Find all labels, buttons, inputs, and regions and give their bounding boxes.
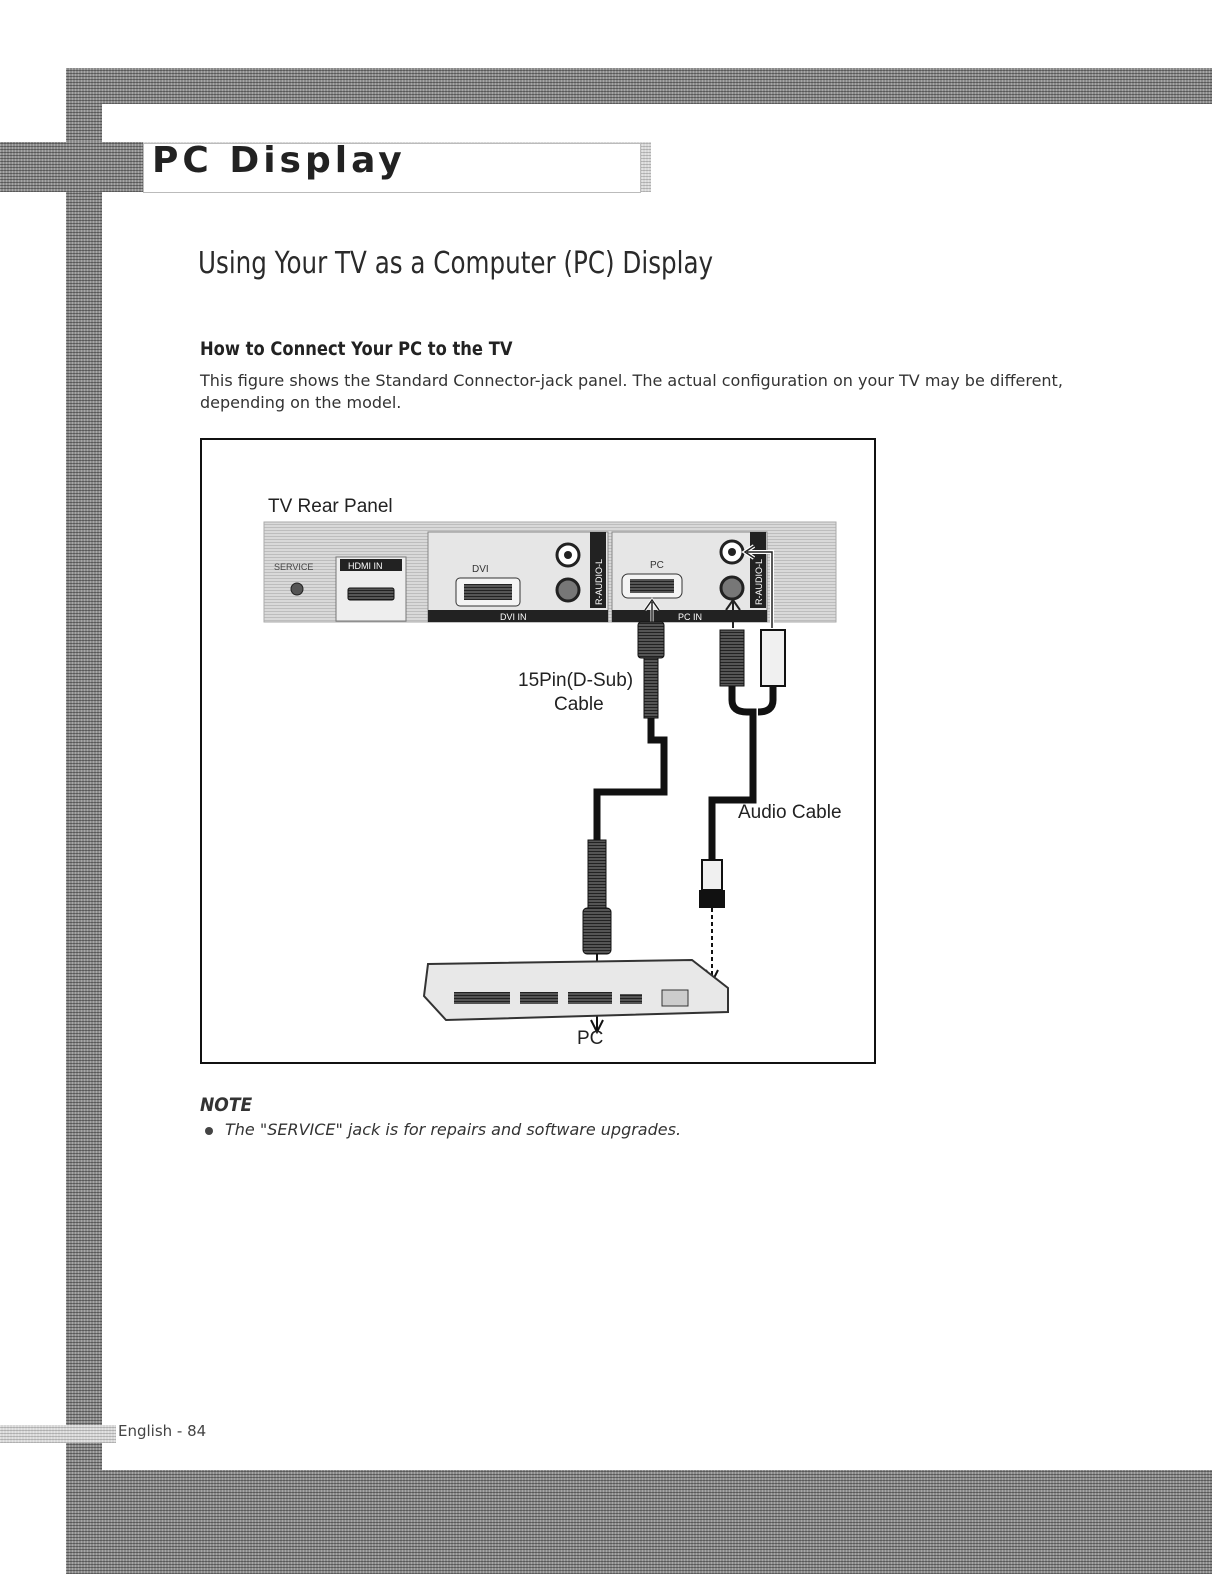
pc-dsub-pins [630,579,674,593]
dsub-cable-strain-bottom [587,839,607,909]
left-decorative-bar [66,68,102,1574]
audio-cable-icon [708,686,757,860]
bottom-decorative-bar [66,1470,1212,1574]
dsub-connector-bottom [582,907,612,955]
hdmi-port-icon [347,587,395,601]
audio-plug-bottom [701,859,723,891]
dsub-arrow-outline [644,598,660,622]
dvi-group [427,531,609,623]
dsub-cable-label-line1: 15Pin(D-Sub) [518,670,633,691]
service-jack-label: SERVICE [274,562,313,572]
page-heading: Using Your TV as a Computer (PC) Display [198,246,714,281]
pc-laptop-port-2 [520,992,558,1004]
note-item: The "SERVICE" jack is for repairs and so… [205,1120,681,1139]
connection-diagram-svg: TV Rear Panel SERVICE HDMI IN DVI R-AUDI… [263,496,842,1049]
audio-plug-bottom-cap [699,890,725,908]
audio-r-arrow-icon [725,598,741,628]
audio-l-arrow-outline [743,545,773,628]
dvi-audio-label-strip [590,532,606,608]
top-decorative-bar [66,68,1212,104]
dsub-cable-strain-top [643,657,659,719]
tv-rear-panel-label: TV Rear Panel [268,496,393,517]
section-header-accent [0,142,143,192]
sub-heading: How to Connect Your PC to the TV [200,338,513,360]
dvi-audio-l-jack-center [564,551,572,559]
pc-laptop-port-3 [568,992,612,1004]
intro-text: This figure shows the Standard Connector… [200,371,1063,412]
hdmi-in-label: HDMI IN [348,561,383,571]
audio-cable-label: Audio Cable [738,802,842,823]
section-title-box [143,143,641,193]
pc-audio-l-jack-center [728,548,736,556]
pc-label: PC [577,1028,603,1049]
audio-cable-branch [757,686,777,716]
pc-port-label: PC [650,560,664,571]
note-item-text: The "SERVICE" jack is for repairs and so… [225,1120,682,1139]
dvi-audio-label: R-AUDIO-L [594,559,604,605]
dsub-cable-label-line2: Cable [554,694,604,715]
dvi-audio-r-jack-icon [555,577,581,603]
dsub-cable-icon [593,718,668,840]
bullet-icon [205,1126,213,1135]
audio-plug-white [760,629,786,687]
pc-audio-r-jack-icon [719,575,745,601]
dsub-down-arrow-icon [590,1019,604,1035]
dvi-in-label-bg [428,610,608,622]
connection-diagram: TV Rear Panel SERVICE HDMI IN DVI R-AUDI… [200,438,876,1064]
footer-tab [0,1425,116,1443]
pc-laptop-port-4 [620,994,642,1004]
dvi-in-label: DVI IN [500,612,527,622]
hdmi-label-bg [340,559,402,571]
page-number: English - 84 [118,1422,207,1440]
dvi-label: DVI [472,564,489,575]
pc-laptop-vent [661,989,689,1007]
pc-in-label: PC IN [678,612,702,622]
dvi-port-pins [464,584,512,600]
pc-audio-label: R-AUDIO-L [754,559,764,605]
dsub-connector-top [637,621,665,659]
pc-laptop-edge [423,988,729,1021]
service-jack-icon [290,582,304,596]
note-label: NOTE [200,1094,253,1116]
section-title: PC Display [152,140,406,181]
pc-laptop-port-1 [454,992,510,1004]
audio-plug-red [719,629,745,687]
